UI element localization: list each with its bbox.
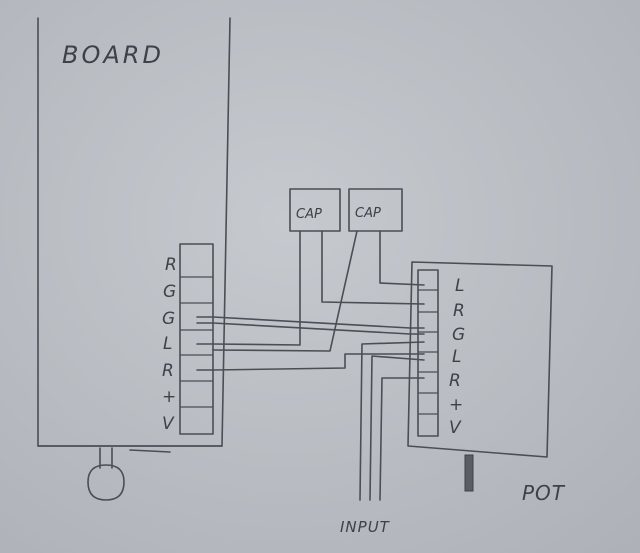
board: BOARD R G G L R + V	[37, 17, 231, 501]
board-pin-label: G	[162, 309, 175, 329]
pot-connector-slots	[418, 289, 438, 415]
pot-pin-label: G	[452, 325, 465, 345]
board-connector	[179, 243, 214, 435]
pot-shaft	[464, 454, 474, 492]
wire-input-1	[359, 341, 425, 501]
pot-pin-label: L	[455, 276, 464, 296]
pot-outline	[407, 261, 553, 458]
board-knob	[87, 447, 125, 501]
wires	[196, 230, 425, 501]
board-pin-label: +	[162, 387, 176, 407]
board-pin-label: L	[163, 334, 172, 354]
pot-pin-label: L	[452, 347, 461, 367]
wire-l-diag	[212, 230, 358, 352]
board-pin-labels: R G G L R + V	[162, 255, 177, 434]
board-connector-slots	[180, 276, 213, 408]
board-pin-label: R	[162, 361, 174, 381]
pot-pin-label: +	[449, 395, 463, 415]
input-label: INPUT	[340, 518, 391, 536]
pot-pin-label: V	[449, 418, 462, 438]
wire-cap-right	[379, 230, 425, 286]
board-pin-label: R	[165, 255, 177, 275]
wire-input-2	[369, 355, 425, 501]
board-pin-label: V	[162, 414, 175, 434]
wire-l	[196, 230, 301, 346]
pot-pin-label: R	[449, 371, 461, 391]
pot-connector	[417, 269, 439, 437]
cap-label: CAP	[296, 207, 322, 222]
pot-pin-label: R	[453, 301, 465, 321]
cap-right: CAP	[348, 188, 403, 232]
pot: L R G L R + V POT	[407, 261, 566, 505]
wire-g	[196, 316, 425, 329]
pot-title: POT	[522, 481, 566, 505]
wire-cap-left	[321, 230, 425, 305]
cap-left: CAP	[289, 188, 341, 232]
board-pin-label: G	[163, 282, 176, 302]
pot-pin-labels: L R G L R + V	[449, 276, 465, 438]
wire-input-3	[379, 377, 425, 501]
cap-label: CAP	[355, 206, 381, 221]
board-title: BOARD	[62, 41, 164, 69]
wire-r	[196, 353, 425, 371]
